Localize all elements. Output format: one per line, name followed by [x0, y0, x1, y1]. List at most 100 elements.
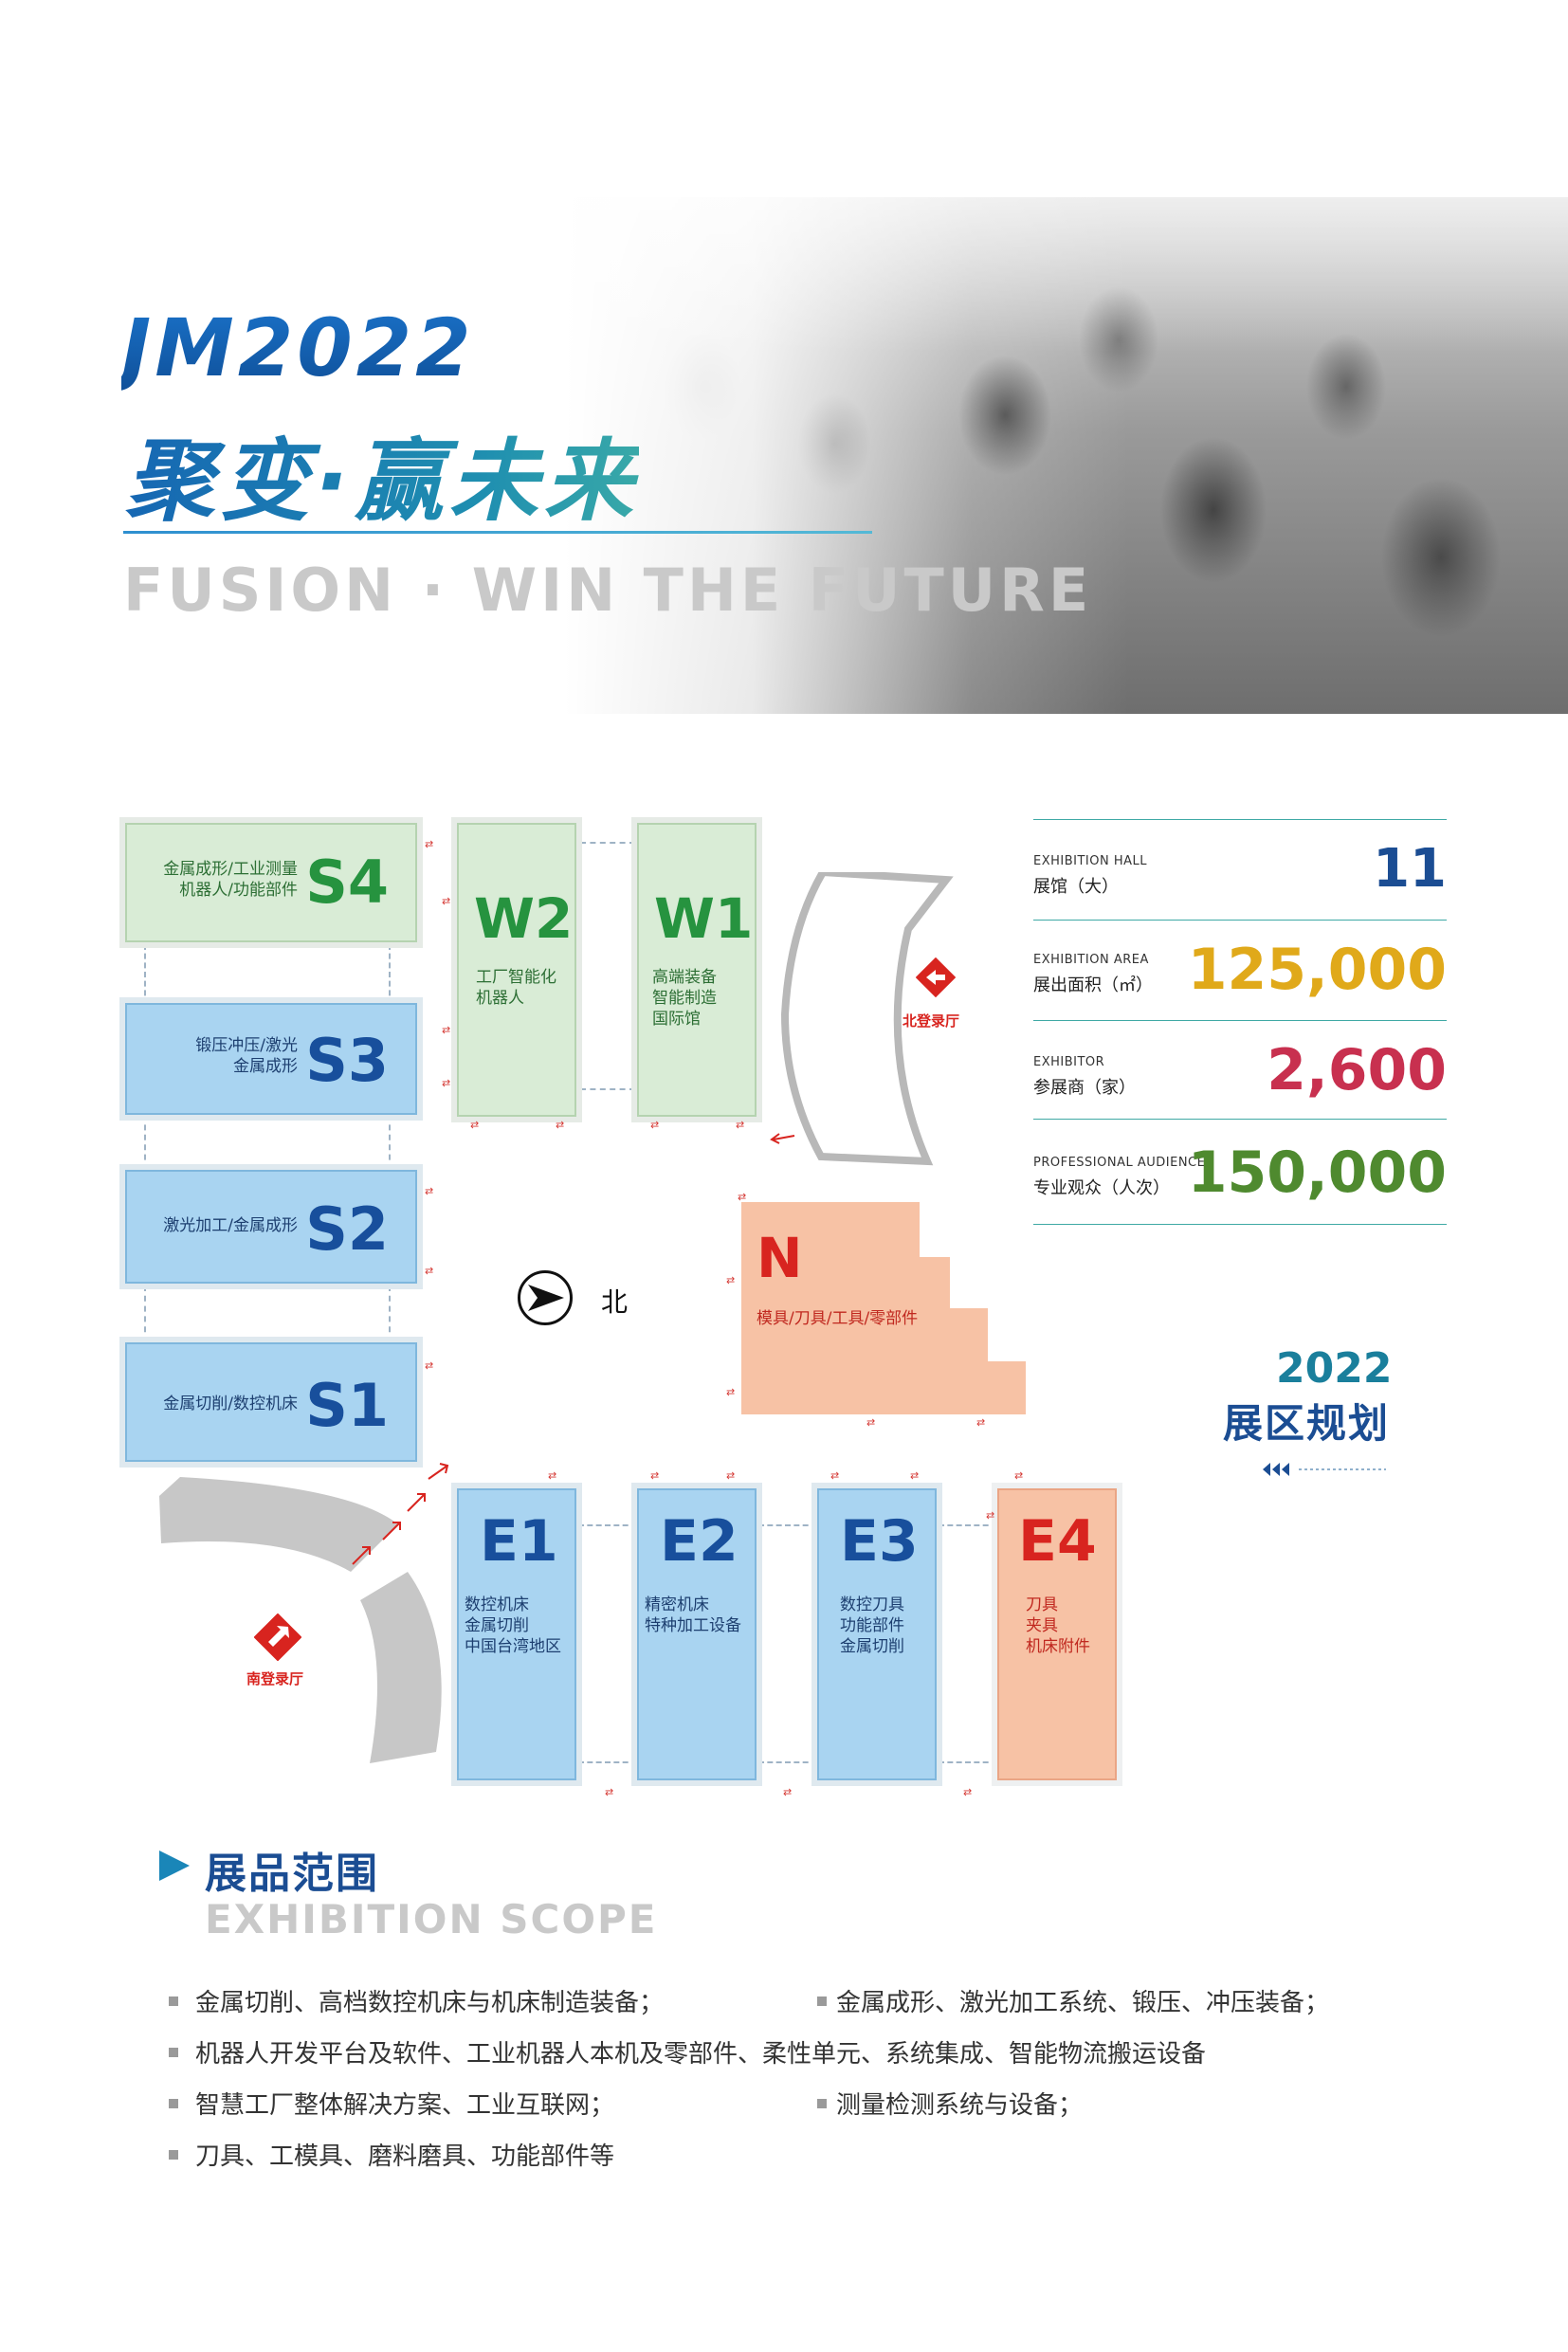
scope-title: 展品范围: [205, 1850, 379, 1898]
hero-banner: [0, 197, 1568, 714]
title-divider: [123, 531, 872, 534]
stat-label-cn: 参展商（家）: [1033, 1078, 1136, 1098]
hall-w2-desc-line: 工厂智能化: [476, 968, 556, 987]
scope-title-en: EXHIBITION SCOPE: [205, 1896, 658, 1942]
passage-arrow-icon: ⇄: [726, 1469, 736, 1482]
hall-s3[interactable]: 锻压冲压/激光 金属成形 S3: [119, 997, 423, 1121]
hall-e2[interactable]: E2 精密机床 特种加工设备: [631, 1483, 762, 1786]
hall-e4-desc-line: 机床附件: [1026, 1637, 1090, 1656]
stat-value: 150,000: [1187, 1140, 1447, 1206]
plan-year: 2022: [1276, 1344, 1393, 1393]
entry-arrow-icon: [770, 1133, 795, 1144]
passage-arrow-icon: ⇄: [548, 1469, 557, 1482]
scope-item: 机器人开发平台及软件、工业机器人本机及零部件、柔性单元、系统集成、智能物流搬运设…: [169, 2034, 1206, 2069]
hall-e3-desc-line: 数控刀具: [840, 1595, 904, 1614]
plan-title: 展区规划: [1223, 1400, 1391, 1447]
hall-e1[interactable]: E1 数控机床 金属切削 中国台湾地区: [451, 1483, 582, 1786]
stat-exhibitor: EXHIBITOR 参展商（家） 2,600: [1033, 1020, 1447, 1118]
passage-arrow-icon: ⇄: [963, 1786, 973, 1798]
hall-e3-desc-line: 金属切削: [840, 1637, 904, 1656]
passage-arrow-icon: ⇄: [425, 1185, 434, 1197]
hall-n-desc: 模具/刀具/工具/零部件: [757, 1309, 919, 1328]
stat-label-en: PROFESSIONAL AUDIENCE: [1033, 1156, 1206, 1170]
hall-e1-code: E1: [480, 1508, 558, 1575]
hall-n-code: N: [757, 1226, 803, 1290]
passage-arrow-icon: ⇄: [866, 1416, 876, 1429]
hall-w1-desc-line: 国际馆: [652, 1010, 701, 1029]
passage-arrow-icon: ⇄: [783, 1786, 793, 1798]
bullet-icon: [169, 2098, 178, 2108]
hall-e1-desc-line: 中国台湾地区: [465, 1637, 561, 1656]
stat-label-cn: 专业观众（人次）: [1033, 1178, 1170, 1198]
north-label: 北: [601, 1286, 629, 1318]
hall-s3-desc-line: 金属成形: [233, 1057, 298, 1076]
event-title: JM2022: [121, 301, 475, 394]
passage-arrow-icon: ⇄: [650, 1119, 660, 1131]
south-hall-building: [159, 1477, 442, 1763]
hall-w2-code: W2: [474, 886, 574, 951]
hall-e4-code: E4: [1018, 1508, 1097, 1575]
hall-s4[interactable]: 金属成形/工业测量 机器人/功能部件 S4: [119, 817, 423, 948]
passage-arrow-icon: ⇄: [976, 1416, 986, 1429]
passage-arrow-icon: ⇄: [442, 1024, 451, 1036]
bullet-icon: [169, 1996, 178, 2006]
chevrons-left-icon: [1253, 1460, 1386, 1479]
hall-e3-desc-line: 功能部件: [840, 1616, 904, 1635]
passage-arrow-icon: ⇄: [425, 838, 434, 850]
passage-arrow-icon: ⇄: [738, 1191, 747, 1203]
passage-arrow-icon: ⇄: [425, 1359, 434, 1372]
passage-arrow-icon: ⇄: [470, 1119, 480, 1131]
hall-w2[interactable]: W2 工厂智能化 机器人: [451, 817, 582, 1122]
stat-value: 2,600: [1267, 1037, 1447, 1103]
scope-item: 智慧工厂整体解决方案、工业互联网；: [169, 2086, 614, 2121]
passage-arrow-icon: ⇄: [425, 1265, 434, 1277]
hall-s4-desc-line: 金属成形/工业测量: [163, 860, 298, 879]
hall-e3[interactable]: E3 数控刀具 功能部件 金属切削: [811, 1483, 942, 1786]
hall-e4-desc-line: 刀具: [1026, 1595, 1058, 1614]
hall-s3-desc-line: 锻压冲压/激光: [195, 1036, 298, 1055]
corridor: [144, 944, 391, 1005]
south-entrance-icon[interactable]: [253, 1613, 302, 1662]
hall-e2-desc-line: 精密机床: [645, 1595, 709, 1614]
hall-s1-desc-line: 金属切削/数控机床: [163, 1395, 298, 1413]
south-hall-label: 南登录厅: [246, 1670, 304, 1687]
bullet-icon: [169, 2047, 178, 2057]
hall-w1-desc-line: 高端装备: [652, 968, 717, 987]
hall-s2[interactable]: 激光加工/金属成形 S2: [119, 1164, 423, 1289]
passage-arrow-icon: ⇄: [830, 1469, 840, 1482]
scope-item: 测量检测系统与设备；: [817, 2086, 1083, 2121]
hall-e4-desc-line: 夹具: [1026, 1616, 1058, 1635]
stat-exhibition-area: EXHIBITION AREA 展出面积（㎡） 125,000: [1033, 920, 1447, 1017]
hall-s1[interactable]: 金属切削/数控机床 S1: [119, 1337, 423, 1468]
passage-arrow-icon: ⇄: [986, 1509, 995, 1522]
stat-label-en: EXHIBITION HALL: [1033, 854, 1147, 868]
hall-n-shape: [741, 1202, 1026, 1414]
passage-arrow-icon: ⇄: [726, 1274, 736, 1286]
hall-n[interactable]: N 模具/刀具/工具/零部件: [757, 1231, 918, 1329]
entry-arrows-icon: [352, 1463, 449, 1565]
hall-e1-desc-line: 数控机床: [465, 1595, 529, 1614]
passage-arrow-icon: ⇄: [910, 1469, 920, 1482]
hall-w1-desc-line: 智能制造: [652, 989, 717, 1008]
hall-w2-desc-line: 机器人: [476, 989, 524, 1008]
hall-s2-code: S2: [305, 1194, 389, 1264]
hall-s3-code: S3: [305, 1026, 389, 1095]
triangle-play-icon: [155, 1847, 193, 1885]
north-entrance-icon[interactable]: [915, 957, 957, 998]
hall-w1[interactable]: W1 高端装备 智能制造 国际馆: [631, 817, 762, 1122]
stat-exhibition-hall: EXHIBITION HALL 展馆（大） 11: [1033, 819, 1447, 917]
corridor: [144, 1115, 391, 1170]
passage-arrow-icon: ⇄: [442, 1077, 451, 1089]
passage-arrow-icon: ⇄: [605, 1786, 614, 1798]
passage-arrow-icon: ⇄: [556, 1119, 565, 1131]
scope-item: 刀具、工模具、磨料磨具、功能部件等: [169, 2137, 614, 2172]
passage-arrow-icon: ⇄: [1014, 1469, 1024, 1482]
passage-arrow-icon: ⇄: [442, 895, 451, 907]
scope-item: 金属成形、激光加工系统、锻压、冲压装备；: [817, 1983, 1329, 2018]
north-hall-label: 北登录厅: [903, 1012, 960, 1030]
bullet-icon: [169, 2149, 178, 2160]
hall-e2-code: E2: [660, 1508, 738, 1575]
bullet-icon: [817, 2098, 827, 2108]
hall-e3-code: E3: [840, 1508, 919, 1575]
hall-e4[interactable]: E4 刀具 夹具 机床附件: [992, 1483, 1122, 1786]
